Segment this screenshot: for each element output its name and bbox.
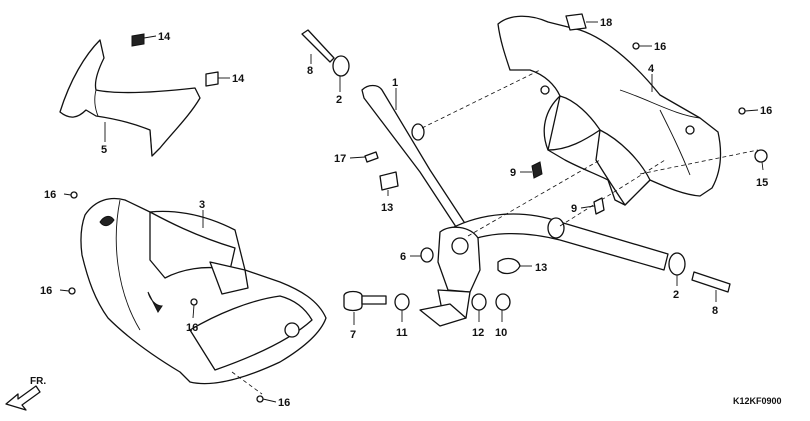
clip-upper — [131, 33, 145, 47]
screw-16-b — [68, 287, 76, 295]
callout-5: 5 — [101, 144, 107, 156]
clip-nut-upper — [531, 161, 543, 179]
callout-14-lower: 14 — [232, 73, 245, 85]
front-cover — [80, 197, 327, 385]
callout-16-b: 16 — [40, 285, 52, 297]
callout-7: 7 — [350, 329, 356, 341]
callout-13-right: 13 — [535, 262, 547, 274]
callout-11: 11 — [396, 327, 408, 339]
screw-16-a — [70, 191, 78, 199]
screw-16-e — [632, 42, 640, 50]
handlebar — [361, 84, 669, 327]
callout-18: 18 — [600, 17, 612, 29]
flange-bolt-shank — [361, 295, 387, 305]
screw-16-c — [190, 298, 198, 306]
clip-nut-lower — [593, 197, 605, 215]
screw-16-f — [738, 107, 746, 115]
cable-clip — [379, 171, 399, 191]
collar — [495, 293, 511, 311]
end-bolt-left — [301, 29, 335, 63]
callout-16-d: 16 — [278, 397, 290, 409]
front-upper-cover — [59, 39, 201, 157]
callout-12: 12 — [472, 327, 484, 339]
callout-3: 3 — [199, 199, 205, 211]
callout-16-f: 16 — [760, 105, 772, 117]
end-bolt-right — [691, 271, 731, 293]
leader-lines — [59, 21, 764, 403]
clip-lower — [205, 71, 219, 87]
screw-grommet — [754, 149, 768, 163]
rear-handlebar-cover — [497, 15, 722, 206]
cable-band — [497, 257, 521, 275]
callout-6: 6 — [400, 251, 406, 263]
callout-4: 4 — [648, 63, 655, 75]
drawing-code: K12KF0900 — [733, 396, 782, 406]
flange-bolt — [343, 290, 363, 312]
front-direction-label: FR. — [30, 376, 46, 387]
alignment-lines — [231, 69, 759, 395]
washer — [394, 293, 410, 311]
callout-13-left: 13 — [381, 202, 393, 214]
grip-end-cap-left — [332, 55, 350, 77]
callout-8-left: 8 — [307, 65, 313, 77]
screw-17 — [364, 151, 379, 163]
callout-16-e: 16 — [654, 41, 666, 53]
washer-small — [420, 247, 434, 263]
front-direction-arrow: FR. — [5, 376, 46, 411]
callout-9-lower: 9 — [571, 203, 577, 215]
callout-2-right: 2 — [673, 289, 679, 301]
callout-8-right: 8 — [712, 305, 718, 317]
callout-2-left: 2 — [336, 94, 342, 106]
callout-10: 10 — [495, 327, 507, 339]
grip-end-cap-right — [668, 252, 686, 276]
callout-16-c: 16 — [186, 322, 198, 334]
callout-15: 15 — [756, 177, 768, 189]
cap-plug — [565, 13, 587, 31]
callout-16-a: 16 — [44, 189, 56, 201]
nut — [471, 293, 487, 311]
callout-1: 1 — [392, 77, 398, 89]
callout-9-upper: 9 — [510, 167, 516, 179]
callout-14-upper: 14 — [158, 31, 171, 43]
screw-16-d — [256, 395, 264, 403]
callout-17: 17 — [334, 153, 346, 165]
